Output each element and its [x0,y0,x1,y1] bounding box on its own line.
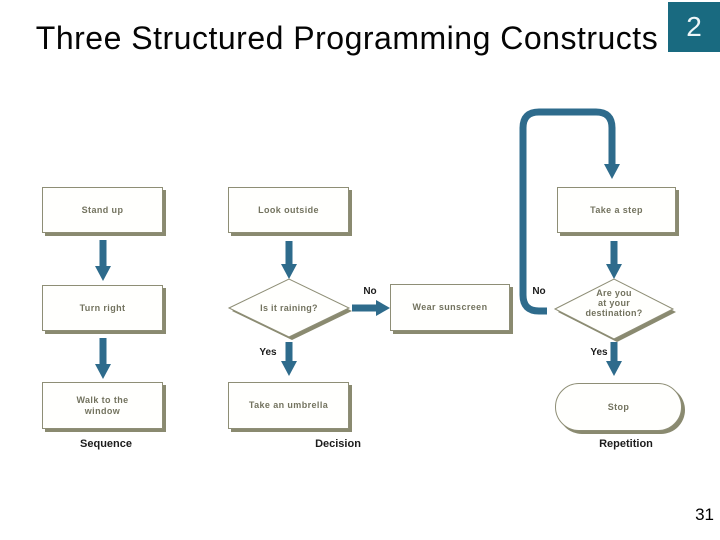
branch-label-no: No [363,286,377,297]
loop-arrow-icon [519,108,620,315]
diamond-label-line: Are you [596,288,632,298]
page-number: 31 [695,505,714,524]
arrow-down-icon [95,338,111,379]
flow-box-wear-sunscreen: Wear sunscreen [390,284,510,331]
construct-label-decision: Decision [315,438,361,450]
construct-label-repetition: Repetition [599,438,653,450]
diamond-label-is-it-raining: Is it raining? [260,303,318,313]
flow-box-turn-right: Turn right [42,285,163,331]
branch-label-yes: Yes [590,347,608,358]
diamond-label-destination: Are you at your destination? [554,288,674,318]
slide-number-badge: 2 [668,2,720,52]
flow-box-walk-to-window: Walk to the window [42,382,163,429]
diamond-label-line: at your [597,298,631,308]
flow-box-label-line: window [84,405,121,416]
arrow-down-icon [281,342,297,376]
flow-terminator-stop: Stop [555,383,682,431]
branch-label-yes: Yes [259,347,277,358]
page-title: Three Structured Programming Constructs [35,20,659,56]
flow-box-label: Take a step [590,204,643,215]
flow-box-label: Take an umbrella [248,400,329,410]
decision-diamond [227,278,352,340]
construct-label-sequence: Sequence [80,438,132,450]
arrow-right-icon [352,300,390,316]
branch-label-no: No [532,286,546,297]
flow-box-label: Walk to the window [76,395,128,417]
flow-box-label: Stand up [81,204,124,215]
flow-box-label: Turn right [79,302,126,313]
flow-box-label: Stop [607,401,630,412]
flow-box-label: Look outside [258,204,319,215]
arrow-down-icon [606,241,622,279]
flow-box-label: Wear sunscreen [412,302,488,312]
diamond-label-line: destination? [585,308,643,318]
arrow-down-icon [606,342,622,376]
flow-box-take-an-umbrella: Take an umbrella [228,382,349,429]
flow-box-take-a-step: Take a step [557,187,676,233]
flow-box-look-outside: Look outside [228,187,349,233]
arrow-down-icon [281,241,297,279]
repetition-diamond [553,278,676,342]
arrow-down-icon [95,240,111,281]
flow-box-stand-up: Stand up [42,187,163,233]
flow-box-label-line: Walk to the [76,394,129,405]
